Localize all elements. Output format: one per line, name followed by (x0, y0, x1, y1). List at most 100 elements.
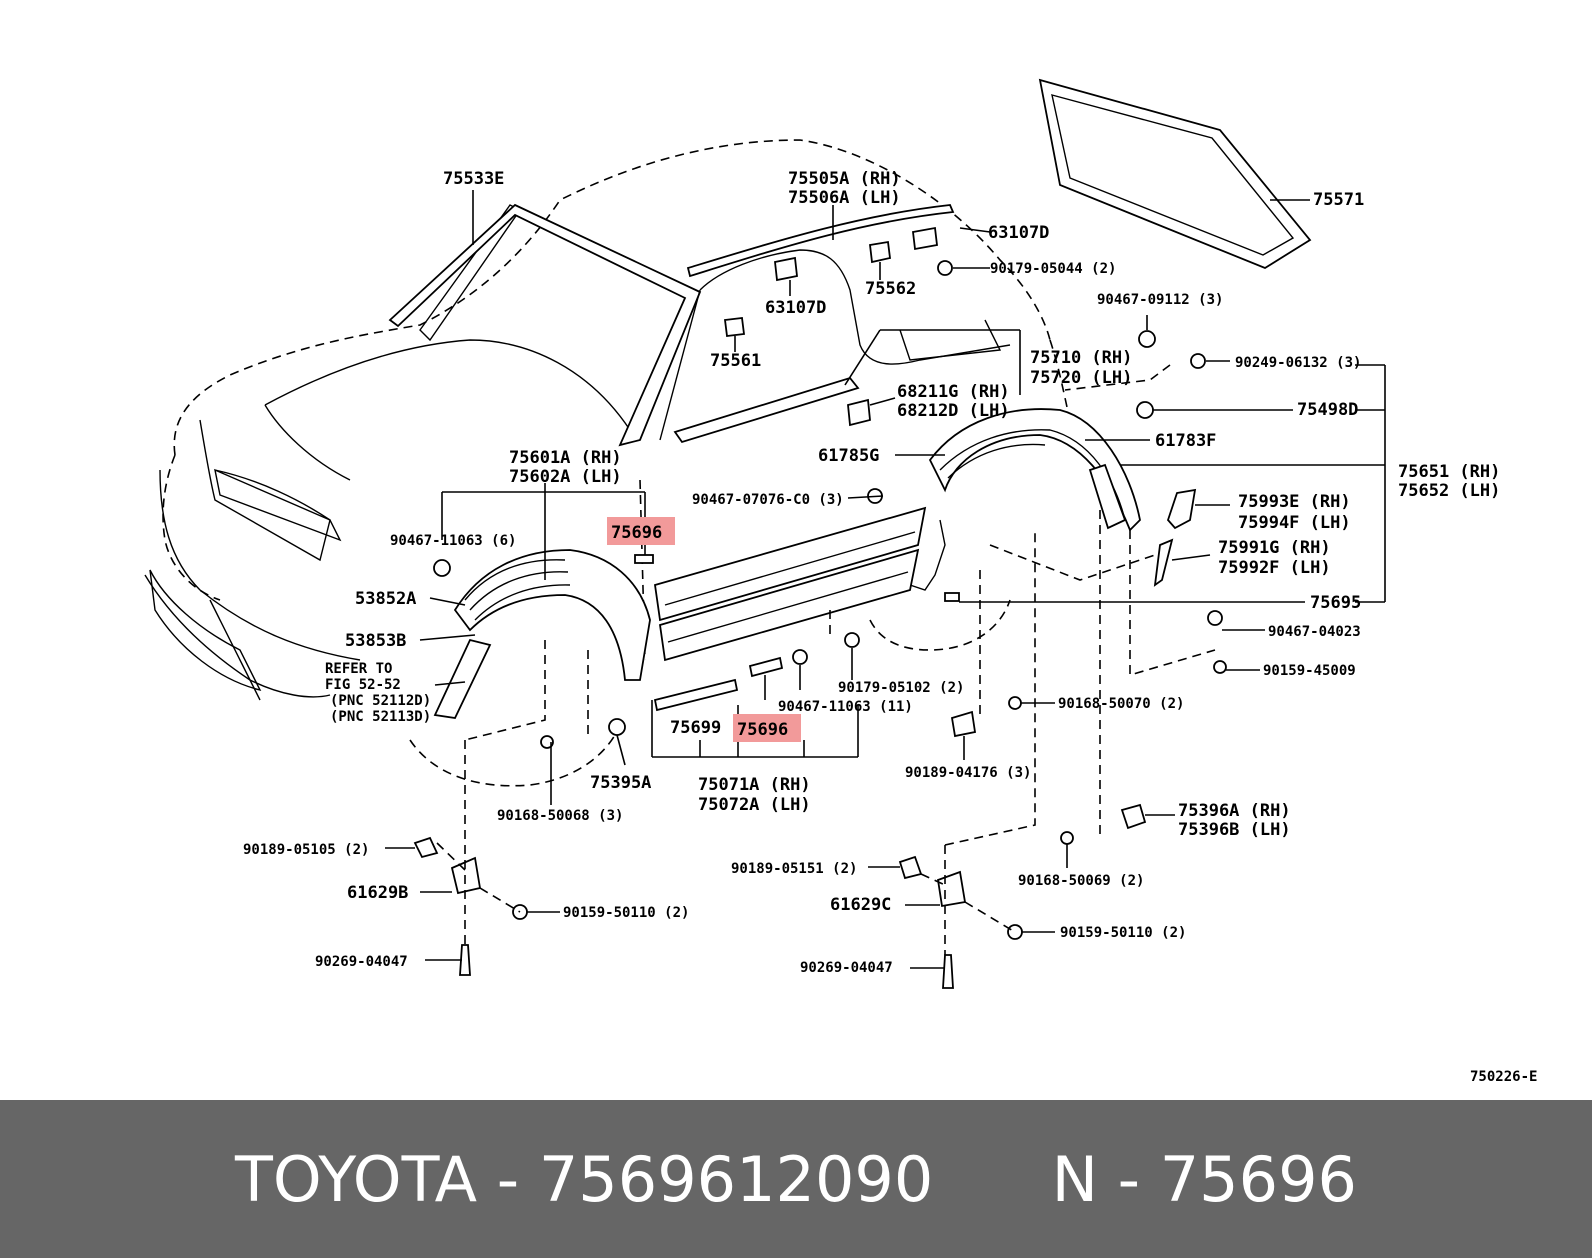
small-parts (413, 226, 1227, 989)
window-front-edge (659, 289, 701, 441)
label-61785G: 61785G (818, 446, 879, 466)
label-68211G: 68211G (RH) (897, 382, 1010, 402)
label-75506A: 75506A (LH) (788, 188, 901, 208)
assy-line-rear (944, 530, 1036, 846)
rear-flare-lower (909, 519, 946, 591)
belt-molding (673, 376, 860, 444)
label-90168-50069: 90168-50069 (2) (1018, 873, 1144, 889)
label-75602A: 75602A (LH) (509, 467, 622, 487)
bracket-61629C (936, 870, 967, 908)
label-75396B: 75396B (LH) (1178, 820, 1291, 840)
label-90467-07076: 90467-07076-C0 (3) (692, 492, 844, 508)
part-75991G (1153, 538, 1174, 587)
clip-90189-04176 (950, 710, 977, 738)
protector-groove-1 (664, 531, 916, 606)
label-90269-04047-b: 90269-04047 (800, 960, 893, 976)
rear-glass (1038, 78, 1312, 270)
label-90467-09112: 90467-09112 (3) (1097, 292, 1223, 308)
screw-90159-45009 (1213, 660, 1227, 674)
assy-line-upper (1064, 364, 1171, 391)
labels: 75533E 75505A (RH) 75506A (LH) 63107D 75… (243, 169, 1537, 1085)
side-window (659, 249, 1011, 444)
emblem-75695 (944, 592, 960, 602)
label-pnc-52113d: (PNC 52113D) (330, 709, 431, 725)
highlight-75696-lower (733, 714, 801, 742)
hood-front-edge (264, 404, 351, 481)
label-75533E: 75533E (443, 169, 504, 189)
clip-90467-09112 (1138, 330, 1156, 348)
clip-75561 (723, 317, 746, 337)
rear-lower-line (989, 544, 1171, 581)
front-wheel-arc (409, 734, 616, 787)
emblem-75696-upper (634, 554, 654, 564)
label-61783F: 61783F (1155, 431, 1216, 451)
label-75710: 75710 (RH) (1030, 348, 1132, 368)
part-75396A (1120, 803, 1147, 830)
label-90179-05102: 90179-05102 (2) (838, 680, 964, 696)
label-53852A: 53852A (355, 589, 416, 609)
screw-90249-06132 (1190, 353, 1206, 369)
rear-glass-outer (1038, 78, 1312, 270)
screw-90168-50070 (1008, 696, 1022, 710)
clip-90467-11063 (433, 559, 451, 577)
nut-90179-05102 (844, 632, 860, 648)
car-front (144, 204, 631, 701)
label-75720: 75720 (LH) (1030, 368, 1132, 388)
label-75505A: 75505A (RH) (788, 169, 901, 189)
windshield-molding (388, 203, 702, 447)
label-90159-45009: 90159-45009 (1263, 663, 1356, 679)
assy-line-front-4 (436, 842, 466, 871)
label-90269-04047-a: 90269-04047 (315, 954, 408, 970)
bumper-lower (144, 574, 331, 698)
label-75395A: 75395A (590, 773, 651, 793)
rivet-90269-04047-b (942, 954, 954, 989)
footer-bar: TOYOTA - 7569612090 N - 75696 (0, 1100, 1592, 1258)
front-flare-line-3 (474, 584, 571, 621)
label-refer-to: REFER TO (325, 661, 392, 677)
label-63107D-top: 63107D (988, 223, 1049, 243)
clip-75498D (1136, 401, 1154, 419)
rear-fender-flare (909, 408, 1141, 591)
assembly-lines (436, 364, 1216, 955)
label-63107D-mid: 63107D (765, 298, 826, 318)
assy-line-front-2 (464, 640, 546, 741)
rear-glass-inner (1051, 94, 1295, 256)
label-90179-05044: 90179-05044 (2) (990, 261, 1116, 277)
side-protector-lower (658, 548, 920, 662)
label-75652: 75652 (LH) (1398, 481, 1500, 501)
roof-drip-strip (686, 204, 955, 278)
rear-wheel-arc (869, 599, 1011, 651)
label-75696-lower: 75696 (737, 720, 788, 740)
molding-75699 (653, 678, 739, 712)
bumper-top (159, 469, 361, 661)
clip-90467-11063-b (792, 649, 808, 665)
roof-drip-molding (686, 204, 955, 278)
front-flare-line-1 (464, 559, 566, 601)
rear-mudguard (1088, 463, 1127, 530)
label-61629C: 61629C (830, 895, 891, 915)
label-75991G: 75991G (RH) (1218, 538, 1331, 558)
windshield-frame (388, 203, 702, 447)
label-75601A: 75601A (RH) (509, 448, 622, 468)
rivet-90269-04047 (459, 944, 471, 976)
assy-line-rear-6 (920, 873, 946, 886)
label-75562: 75562 (865, 279, 916, 299)
assy-line-rear-5 (1129, 530, 1216, 677)
front-guard (149, 569, 262, 692)
clip-68211G (847, 398, 871, 427)
label-90467-11063-a: 90467-11063 (6) (390, 533, 516, 549)
label-75651: 75651 (RH) (1398, 462, 1500, 482)
window-frame-line (699, 249, 1011, 365)
label-90467-04023: 90467-04023 (1268, 624, 1361, 640)
label-90189-05105: 90189-05105 (2) (243, 842, 369, 858)
label-75571: 75571 (1313, 190, 1364, 210)
quarter-window (899, 319, 1002, 361)
label-75561: 75561 (710, 351, 761, 371)
label-53853B: 53853B (345, 631, 406, 651)
front-flare-outer (453, 549, 651, 681)
clip-90467-04023 (1207, 610, 1223, 626)
label-90467-11063-b: 90467-11063 (11) (778, 699, 913, 715)
side-protector (653, 506, 927, 662)
clip-63107D-a (774, 256, 798, 282)
label-68212D: 68212D (LH) (897, 401, 1010, 421)
